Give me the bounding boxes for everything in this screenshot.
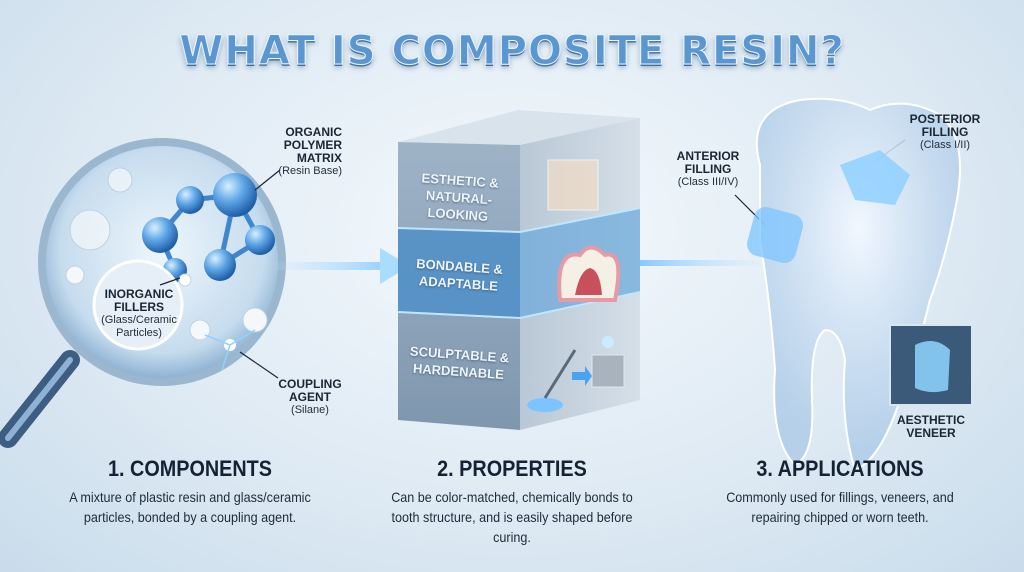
label-sub: (Resin Base) — [278, 165, 342, 177]
arrow-icon — [572, 366, 592, 386]
label-sub: (Class III/IV) — [677, 176, 739, 188]
section-heading-properties: 2. PROPERTIES — [437, 456, 587, 481]
section-desc-properties: Can be color-matched, chemically bonds t… — [391, 489, 633, 545]
label-anterior-filling: ANTERIOR FILLING (Class III/IV) — [668, 150, 748, 189]
label-posterior-filling: POSTERIOR FILLING (Class I/II) — [900, 113, 990, 152]
label-title: INORGANIC FILLERS — [104, 287, 174, 314]
section-desc-components: A mixture of plastic resin and glass/cer… — [69, 489, 311, 525]
label-coupling-agent: COUPLING AGENT (Silane) — [270, 378, 350, 417]
anterior-filling-icon — [747, 207, 803, 263]
cube-layer-esthetic: ESTHETIC & NATURAL-LOOKING — [421, 170, 500, 225]
molar-tooth-icon — [747, 97, 961, 472]
molecule-icon — [142, 173, 275, 282]
cube-icon — [547, 159, 599, 211]
label-sub: (Class I/II) — [919, 139, 971, 151]
veneer-inset — [889, 324, 973, 406]
arrow-icon — [380, 248, 410, 284]
posterior-filling-icon — [840, 150, 910, 205]
label-title: COUPLING AGENT — [278, 377, 342, 404]
veneer-icon — [915, 341, 950, 393]
properties-cube — [397, 110, 641, 430]
label-sub: (Silane) — [291, 404, 329, 416]
label-title: POSTERIOR FILLING — [909, 112, 981, 139]
light-bulb-icon — [602, 336, 614, 348]
section-desc-applications: Commonly used for fillings, veneers, and… — [726, 489, 954, 525]
resin-paste-icon — [527, 398, 563, 412]
page-title: WHAT IS COMPOSITE RESIN? — [179, 28, 845, 75]
label-inorganic-fillers: INORGANIC FILLERS (Glass/Ceramic Particl… — [95, 288, 183, 340]
label-organic-matrix: ORGANIC POLYMER MATRIX (Resin Base) — [240, 126, 342, 178]
label-aesthetic-veneer: AESTHETIC VENEER — [896, 413, 965, 440]
label-title: ORGANIC POLYMER MATRIX — [283, 125, 342, 165]
label-title: ANTERIOR FILLING — [676, 149, 740, 176]
section-heading-components: 1. COMPONENTS — [108, 456, 272, 481]
section-heading-applications: 3. APPLICATIONS — [756, 456, 924, 481]
filler-particles-icon — [65, 167, 268, 351]
label-sub: (Glass/Ceramic Particles) — [101, 314, 177, 339]
cured-block-icon — [591, 354, 625, 388]
